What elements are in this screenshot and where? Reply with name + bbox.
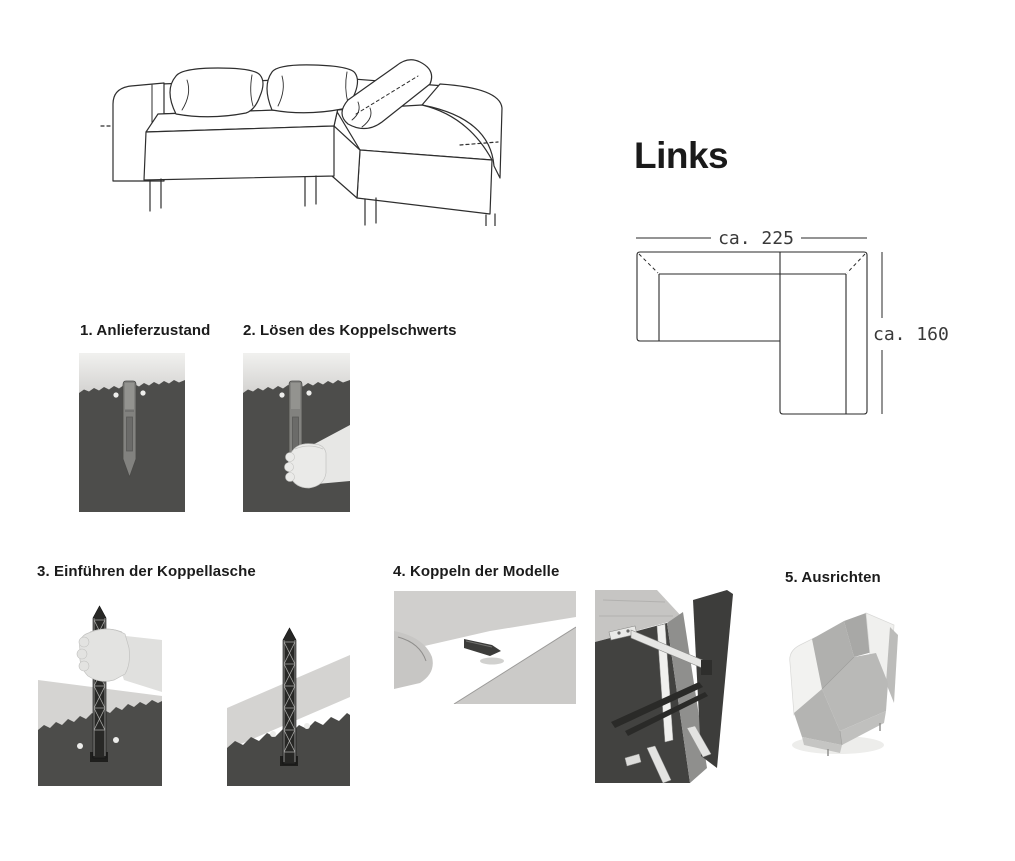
metal-fittings <box>608 623 712 784</box>
seat-left <box>794 689 842 745</box>
photo-koppelschwert-hanging <box>79 353 185 512</box>
step-3-label: 3. Einführen der Koppellasche <box>37 563 256 580</box>
koppelschwert-blade <box>113 380 146 479</box>
width-dimension-label: ca. 225 <box>718 230 794 249</box>
hand <box>76 628 162 692</box>
step-1-label: 1. Anlieferzustand <box>80 322 211 339</box>
orientation-title: Links <box>634 135 729 176</box>
legs <box>827 723 881 756</box>
photo-koppellasche-inserted <box>227 627 350 786</box>
back-cushion-left <box>812 621 854 689</box>
sofa-outline <box>636 251 868 415</box>
koppellasche-strap <box>270 627 310 766</box>
corner-sofa-sketch <box>100 59 503 226</box>
right-armrest <box>421 83 503 179</box>
front-face-left <box>802 737 842 753</box>
photo-hand-inserting-koppellasche <box>38 605 162 786</box>
right-dark-panel <box>693 590 733 768</box>
photo-aligned-corner-sofa <box>789 612 898 756</box>
pillow-bulge <box>394 631 433 689</box>
upper-cushion <box>394 591 576 653</box>
step-4-label: 4. Koppeln der Modelle <box>393 563 560 580</box>
front-face-right <box>840 711 886 745</box>
step-2-label: 2. Lösen des Koppelschwerts <box>243 322 457 339</box>
photo-koppelschwert-tip-between-modules <box>394 591 576 704</box>
sofa-legs <box>149 175 496 226</box>
depth-dimension-label: ca. 160 <box>873 324 949 345</box>
corner-sofa-top-view: ca. 225 ca. 160 <box>636 230 949 415</box>
back-pillow-left <box>169 67 264 118</box>
step-5-label: 5. Ausrichten <box>785 569 881 586</box>
photo-hand-gripping-koppelschwert <box>243 353 350 512</box>
blade-tip <box>464 639 501 656</box>
right-armrest <box>886 627 898 703</box>
leaning-pillow <box>341 59 433 130</box>
back-pillow-right <box>266 64 359 114</box>
hand <box>284 425 350 489</box>
photo-coupling-hardware <box>595 590 733 784</box>
